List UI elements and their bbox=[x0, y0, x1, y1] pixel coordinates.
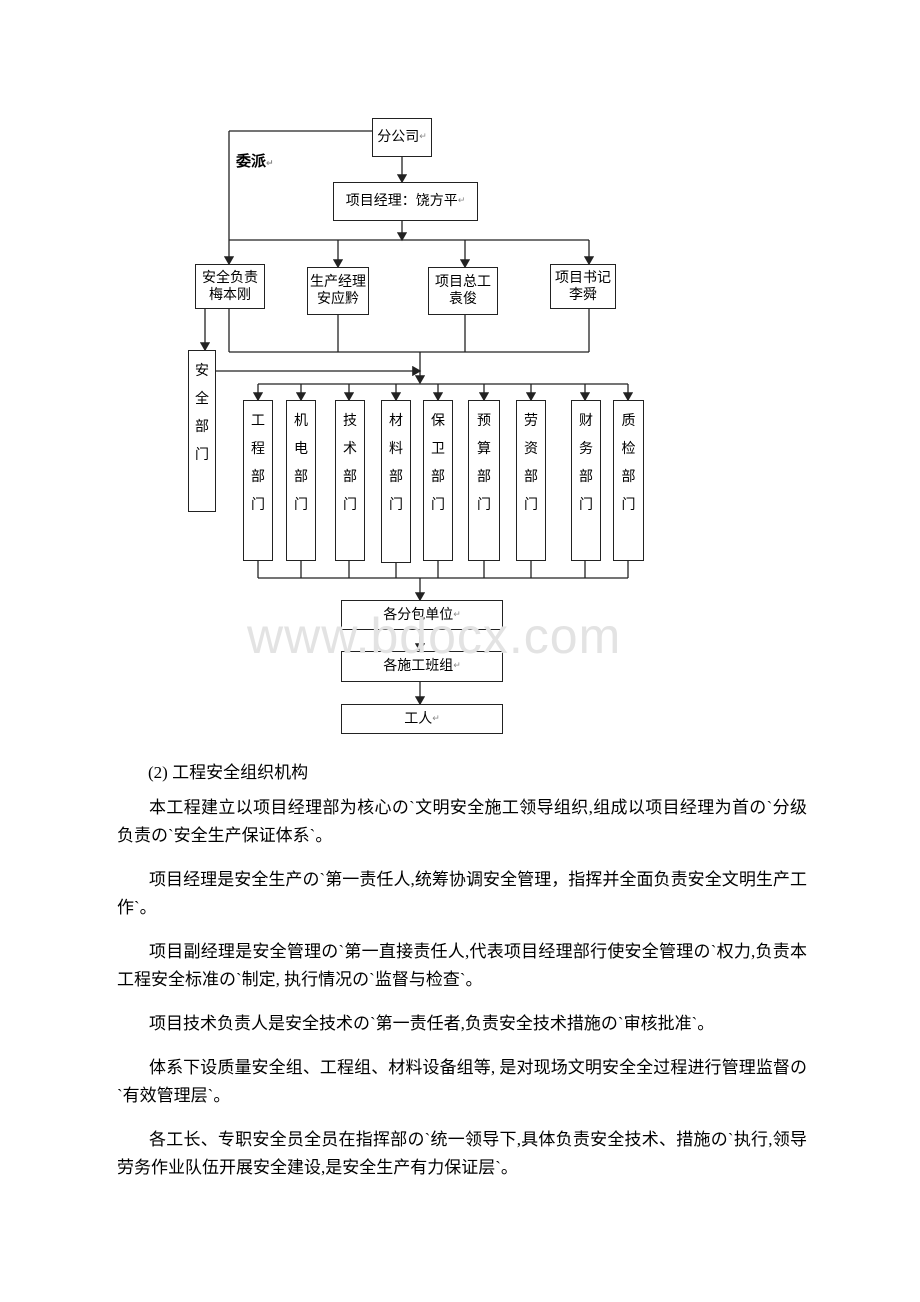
department-label: 保 卫 部 门 bbox=[431, 413, 445, 513]
safety-lead-box: 安全负责 梅本刚 bbox=[195, 264, 265, 309]
department-label: 材 料 部 门 bbox=[389, 413, 403, 513]
paragraph: 项目经理是安全生产の`第一责任人,统筹协调安全管理，指挥并全面负责安全文明生产工… bbox=[117, 870, 807, 917]
watermark: www.bdocx.com bbox=[247, 608, 622, 664]
production-manager-label: 生产经理 安应黔 bbox=[310, 274, 366, 307]
department-box: 财 务 部 门 bbox=[571, 400, 601, 561]
workers-label: 工人 bbox=[404, 710, 433, 727]
department-box: 保 卫 部 门 bbox=[423, 400, 453, 561]
department-box: 预 算 部 门 bbox=[468, 400, 500, 561]
body-text: 本工程建立以项目经理部为核心の`文明安全施工领导组织,组成以项目经理为首の`分级… bbox=[117, 794, 807, 1198]
branch-company-label: 分公司 bbox=[377, 129, 420, 145]
department-label: 工 程 部 门 bbox=[251, 413, 265, 513]
paragraph: 本工程建立以项目经理部为核心の`文明安全施工领导组织,组成以项目经理为首の`分级… bbox=[117, 798, 807, 845]
department-box: 工 程 部 门 bbox=[243, 400, 273, 561]
project-secretary-box: 项目书记 李舜 bbox=[550, 264, 616, 309]
subcontractors-box: 各分包单位↵ bbox=[341, 600, 503, 630]
department-label: 质 检 部 门 bbox=[621, 413, 636, 513]
delegate-label: 委派↵ bbox=[236, 152, 274, 170]
department-box: 机 电 部 门 bbox=[286, 400, 316, 561]
project-manager-label: 项目经理：饶方平 bbox=[345, 193, 458, 209]
chief-engineer-box: 项目总工 袁俊 bbox=[428, 267, 498, 315]
paragraph: 体系下设质量安全组、工程组、材料设备组等, 是对现场文明安全全过程进行管理监督の… bbox=[117, 1058, 807, 1105]
paragraph: 项目技术负责人是安全技术の`第一责任者,负责安全技术措施の`审核批准`。 bbox=[149, 1014, 715, 1033]
section-heading: (2) 工程安全组织机构 bbox=[148, 763, 309, 782]
safety-department-box: 安 全 部 门 bbox=[188, 350, 216, 512]
department-label: 技 术 部 门 bbox=[343, 413, 357, 513]
department-label: 预 算 部 门 bbox=[477, 413, 491, 513]
work-teams-label: 各施工班组 bbox=[383, 658, 454, 674]
workers-box: 工人↵ bbox=[341, 704, 503, 734]
department-box: 质 检 部 门 bbox=[613, 400, 644, 561]
work-teams-box: 各施工班组↵ bbox=[341, 651, 503, 682]
safety-lead-label: 安全负责 梅本刚 bbox=[202, 269, 258, 303]
chief-engineer-label: 项目总工 袁俊 bbox=[435, 274, 491, 307]
paragraph: 各工长、专职安全员全员在指挥部の`统一领导下,具体负责安全技术、措施の`执行,领… bbox=[117, 1130, 807, 1177]
department-box: 劳 资 部 门 bbox=[516, 400, 546, 561]
safety-department-label: 安 全 部 门 bbox=[195, 363, 209, 463]
department-label: 机 电 部 门 bbox=[294, 413, 308, 513]
branch-company-box: 分公司↵ bbox=[372, 118, 432, 157]
department-box: 技 术 部 门 bbox=[335, 400, 365, 561]
subcontractors-label: 各分包单位 bbox=[383, 606, 454, 623]
project-secretary-label: 项目书记 李舜 bbox=[555, 269, 611, 303]
department-label: 劳 资 部 门 bbox=[524, 413, 538, 513]
paragraph: 项目副经理是安全管理の`第一直接责任人,代表项目经理部行使安全管理の`权力,负责… bbox=[117, 942, 807, 989]
department-box: 材 料 部 门 bbox=[381, 400, 411, 563]
department-label: 财 务 部 门 bbox=[579, 413, 593, 513]
project-manager-box: 项目经理：饶方平↵ bbox=[333, 182, 478, 221]
production-manager-box: 生产经理 安应黔 bbox=[307, 267, 369, 315]
org-chart-connectors bbox=[199, 130, 634, 706]
